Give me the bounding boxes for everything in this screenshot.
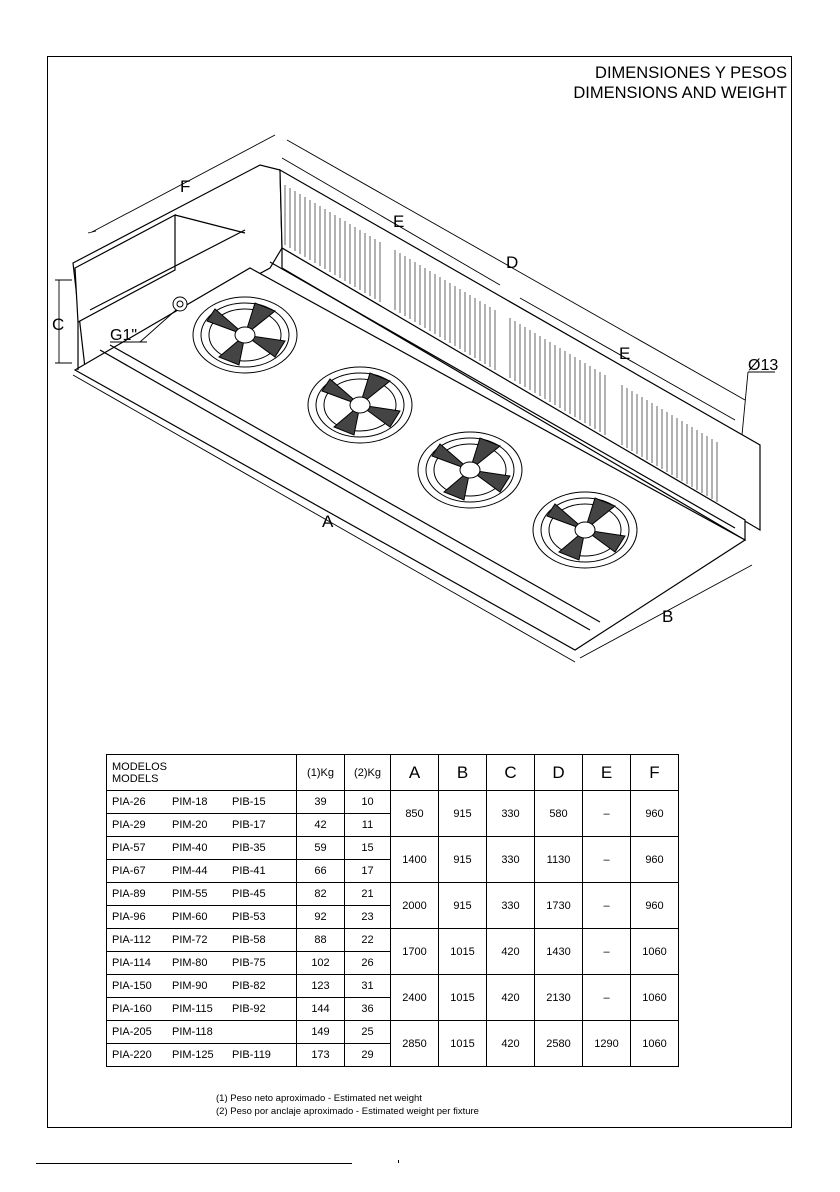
dim-label-e-top: E [393,212,404,231]
note-fixture-weight: (2) Peso por anclaje aproximado - Estima… [216,1106,479,1117]
bolt-diameter-label: Ø13 [748,357,778,374]
inlet-label: G1" [110,327,137,344]
header-fixture-weight: (2)Kg [344,754,391,791]
footer-rule [36,1163,352,1164]
header-d: D [534,754,583,791]
header-a: A [390,754,439,791]
note-net-weight: (1) Peso neto aproximado - Estimated net… [216,1093,422,1104]
header-b: B [438,754,487,791]
dim-label-e-right: E [619,344,630,363]
page-frame: DIMENSIONES Y PESOS DIMENSIONS AND WEIGH… [47,56,792,1128]
header-c: C [486,754,535,791]
title-english: DIMENSIONS AND WEIGHT [573,84,787,102]
footer-tick [398,1160,399,1163]
header-e: E [582,754,631,791]
header-net-weight: (1)Kg [296,754,345,791]
dim-label-d: D [506,253,518,272]
table-notes: (1) Peso neto aproximado - Estimated net… [216,1092,479,1118]
dim-label-f: F [180,177,190,196]
unit-cooler-drawing: F E D E C A B G1" Ø13 [52,134,778,663]
header-f: F [630,754,679,791]
dim-label-c: C [52,315,64,334]
title-spanish: DIMENSIONES Y PESOS [595,64,787,82]
page-title: DIMENSIONES Y PESOS DIMENSIONS AND WEIGH… [573,63,787,103]
dim-label-a: A [322,512,334,531]
dim-label-b: B [662,607,673,626]
